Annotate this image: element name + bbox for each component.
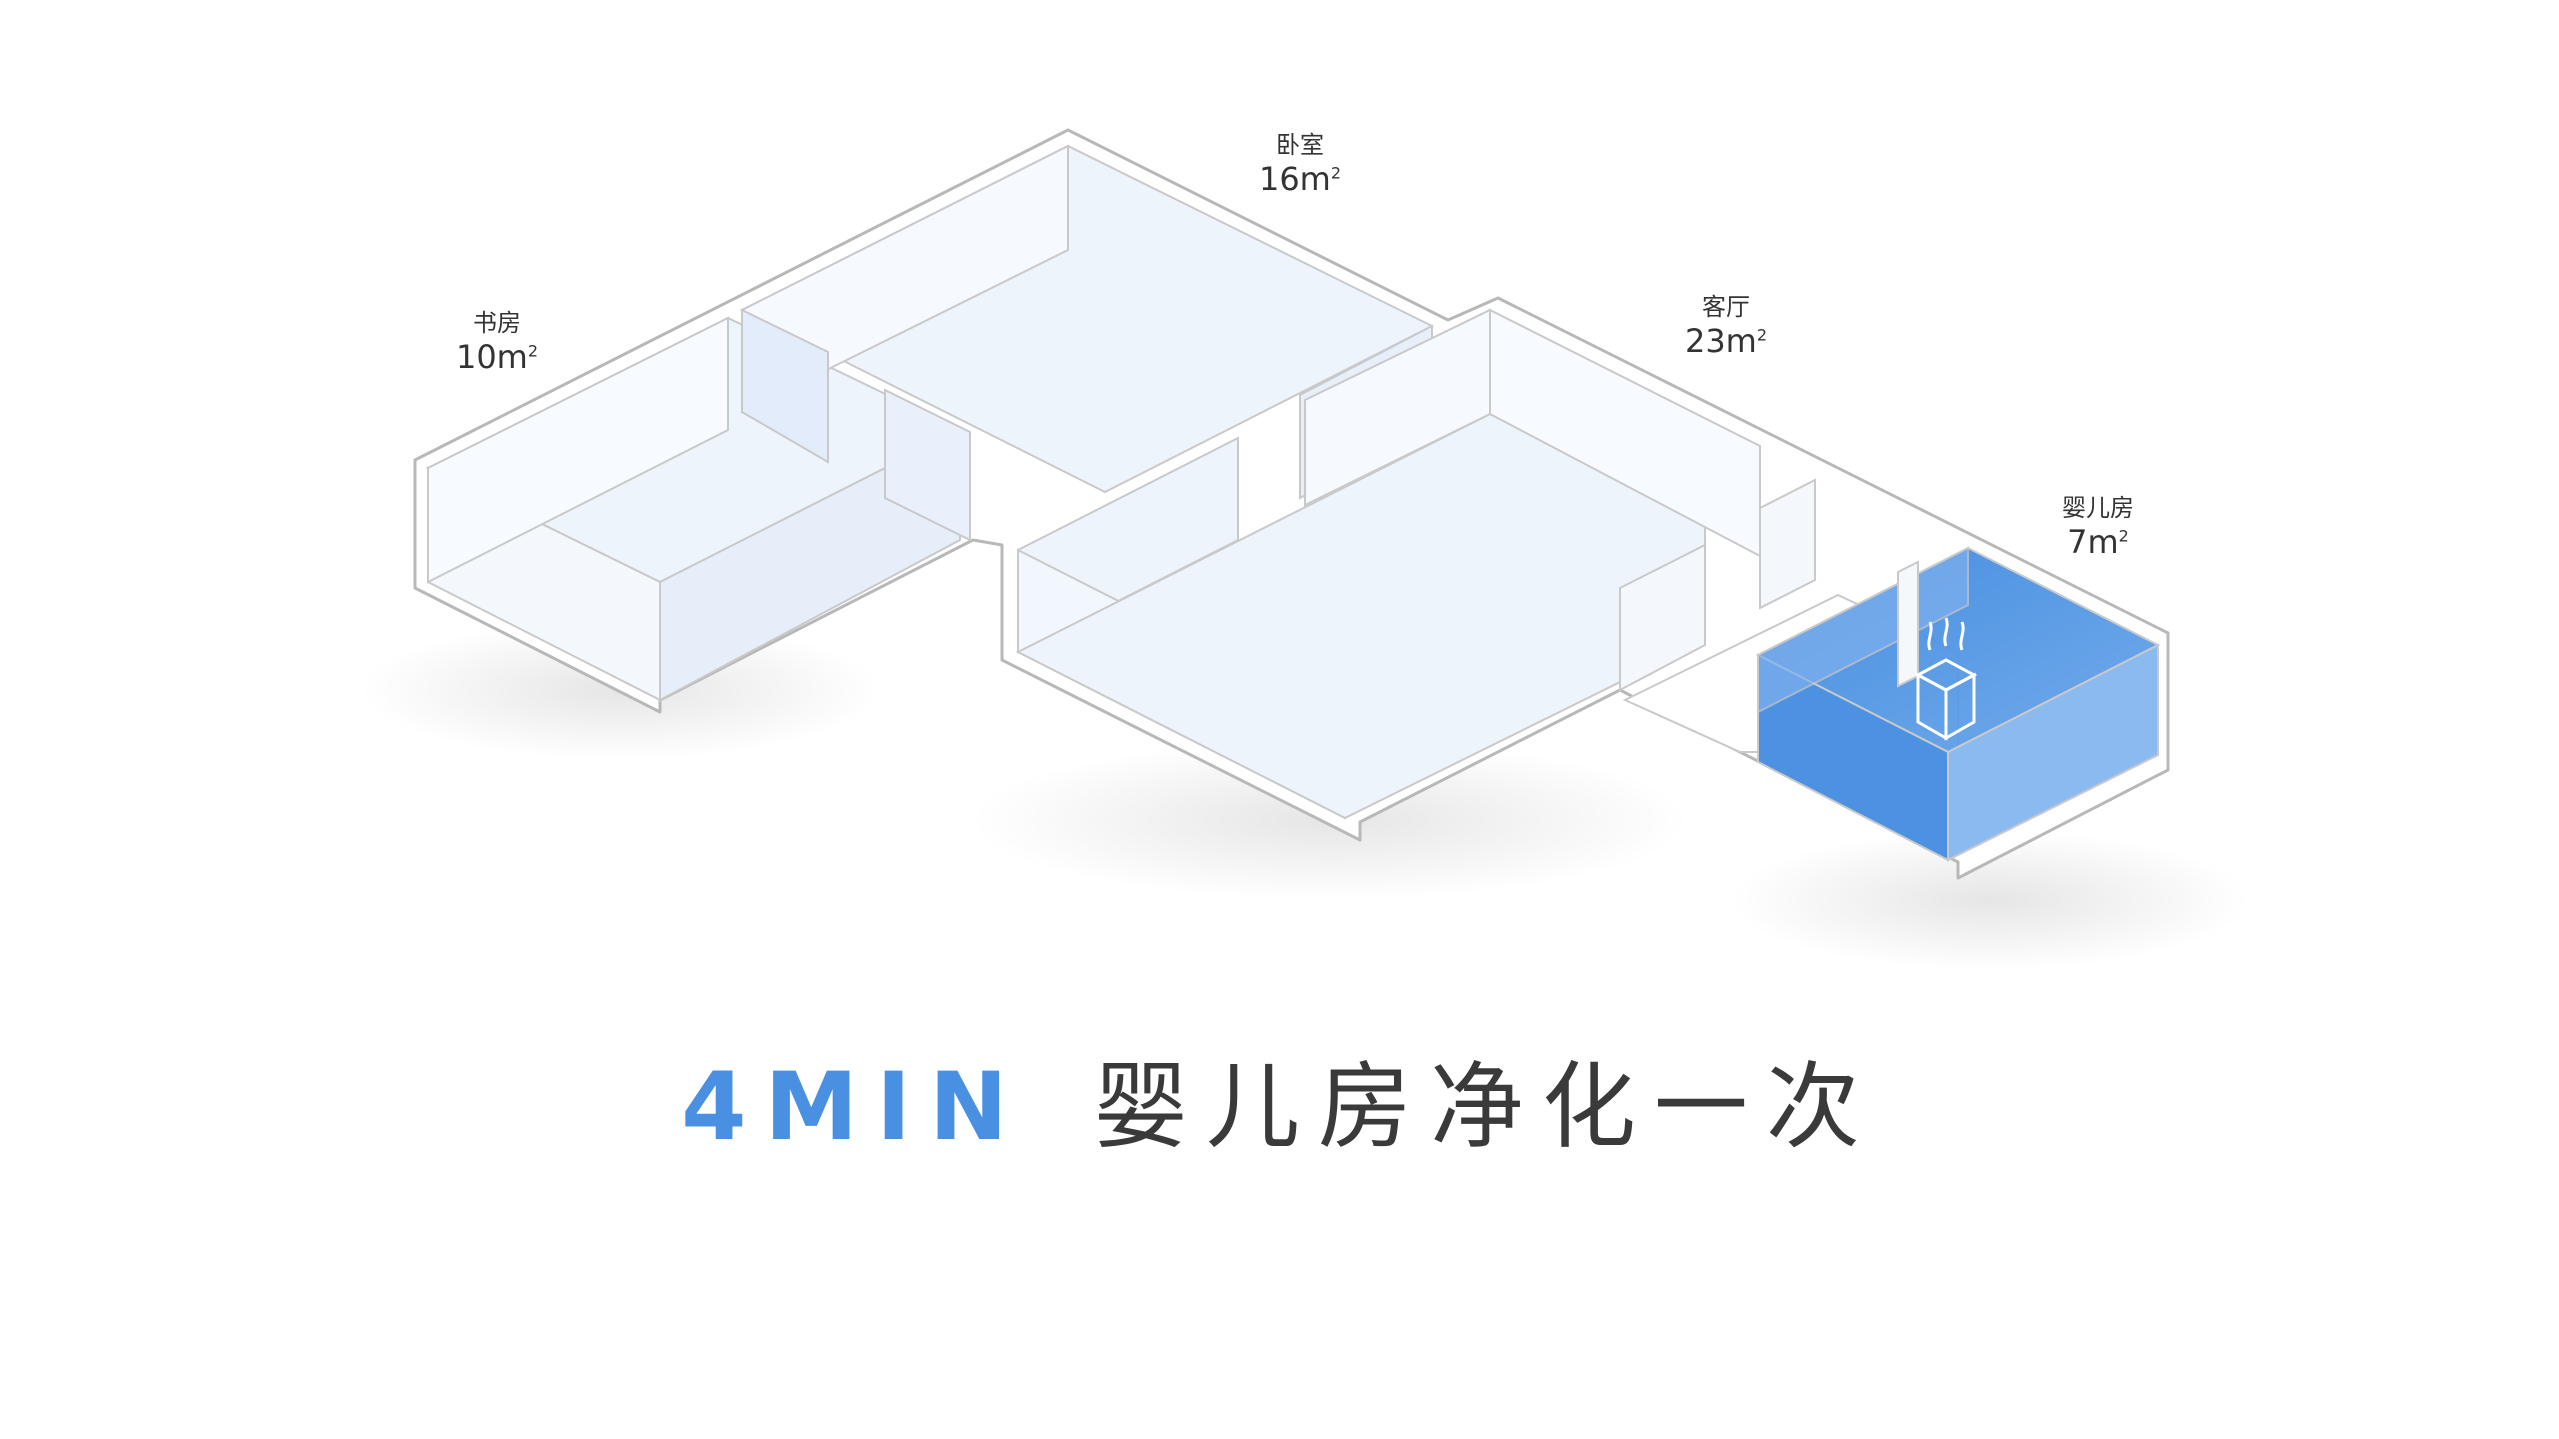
living-area: 23m2 bbox=[1684, 322, 1768, 360]
headline-accent: 4MIN bbox=[681, 1053, 1026, 1162]
label-bedroom: 卧室 16m2 bbox=[1259, 130, 1341, 198]
headline-text: 婴儿房净化一次 bbox=[1093, 1053, 1878, 1162]
label-study: 书房 10m2 bbox=[456, 308, 538, 376]
bedroom-name: 卧室 bbox=[1275, 131, 1324, 159]
headline: 4MIN 婴儿房净化一次 bbox=[0, 1052, 2559, 1163]
room-living bbox=[1015, 308, 1816, 820]
study-area: 10m2 bbox=[455, 338, 539, 376]
nursery-name: 婴儿房 bbox=[2062, 494, 2134, 522]
study-name: 书房 bbox=[472, 309, 521, 337]
label-nursery: 婴儿房 7m2 bbox=[2062, 493, 2134, 561]
floorplan-diagram bbox=[360, 128, 2250, 970]
room-nursery bbox=[1755, 546, 2161, 862]
label-living: 客厅 23m2 bbox=[1685, 292, 1767, 360]
bedroom-area: 16m2 bbox=[1258, 160, 1342, 198]
living-name: 客厅 bbox=[1701, 293, 1750, 321]
air-purifier-icon bbox=[1914, 617, 1978, 741]
nursery-area: 7m2 bbox=[2067, 523, 2129, 561]
